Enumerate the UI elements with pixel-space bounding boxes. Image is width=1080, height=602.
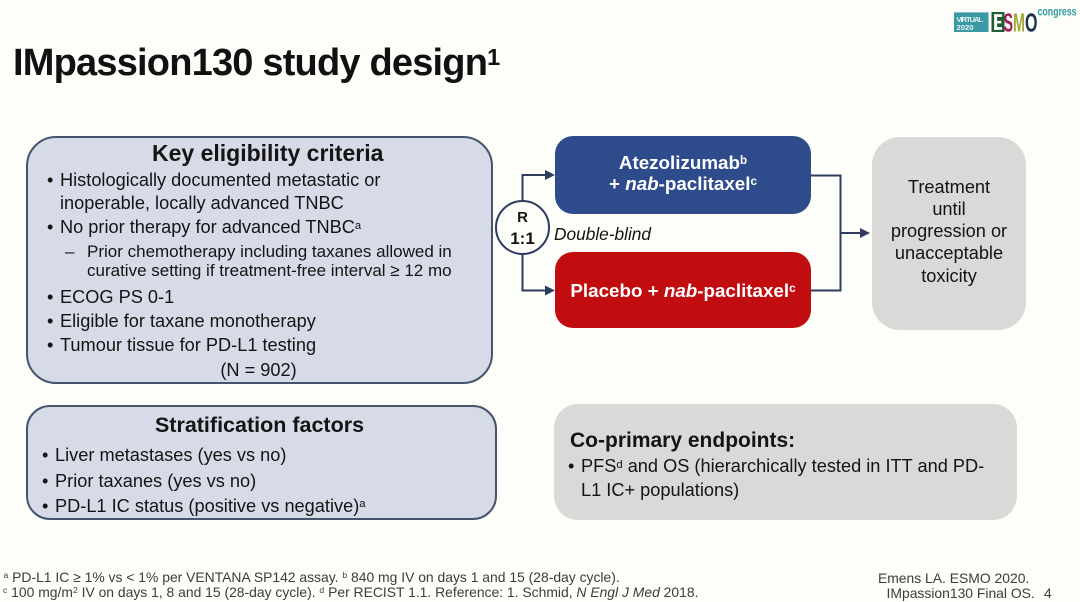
svg-text:O: O — [1025, 7, 1038, 37]
svg-text:congress: congress — [1038, 5, 1077, 19]
svg-text:VIRTUAL: VIRTUAL — [957, 15, 984, 24]
svg-text:S: S — [1004, 7, 1014, 37]
svg-text:M: M — [1013, 7, 1025, 37]
svg-text:2020: 2020 — [957, 23, 974, 32]
